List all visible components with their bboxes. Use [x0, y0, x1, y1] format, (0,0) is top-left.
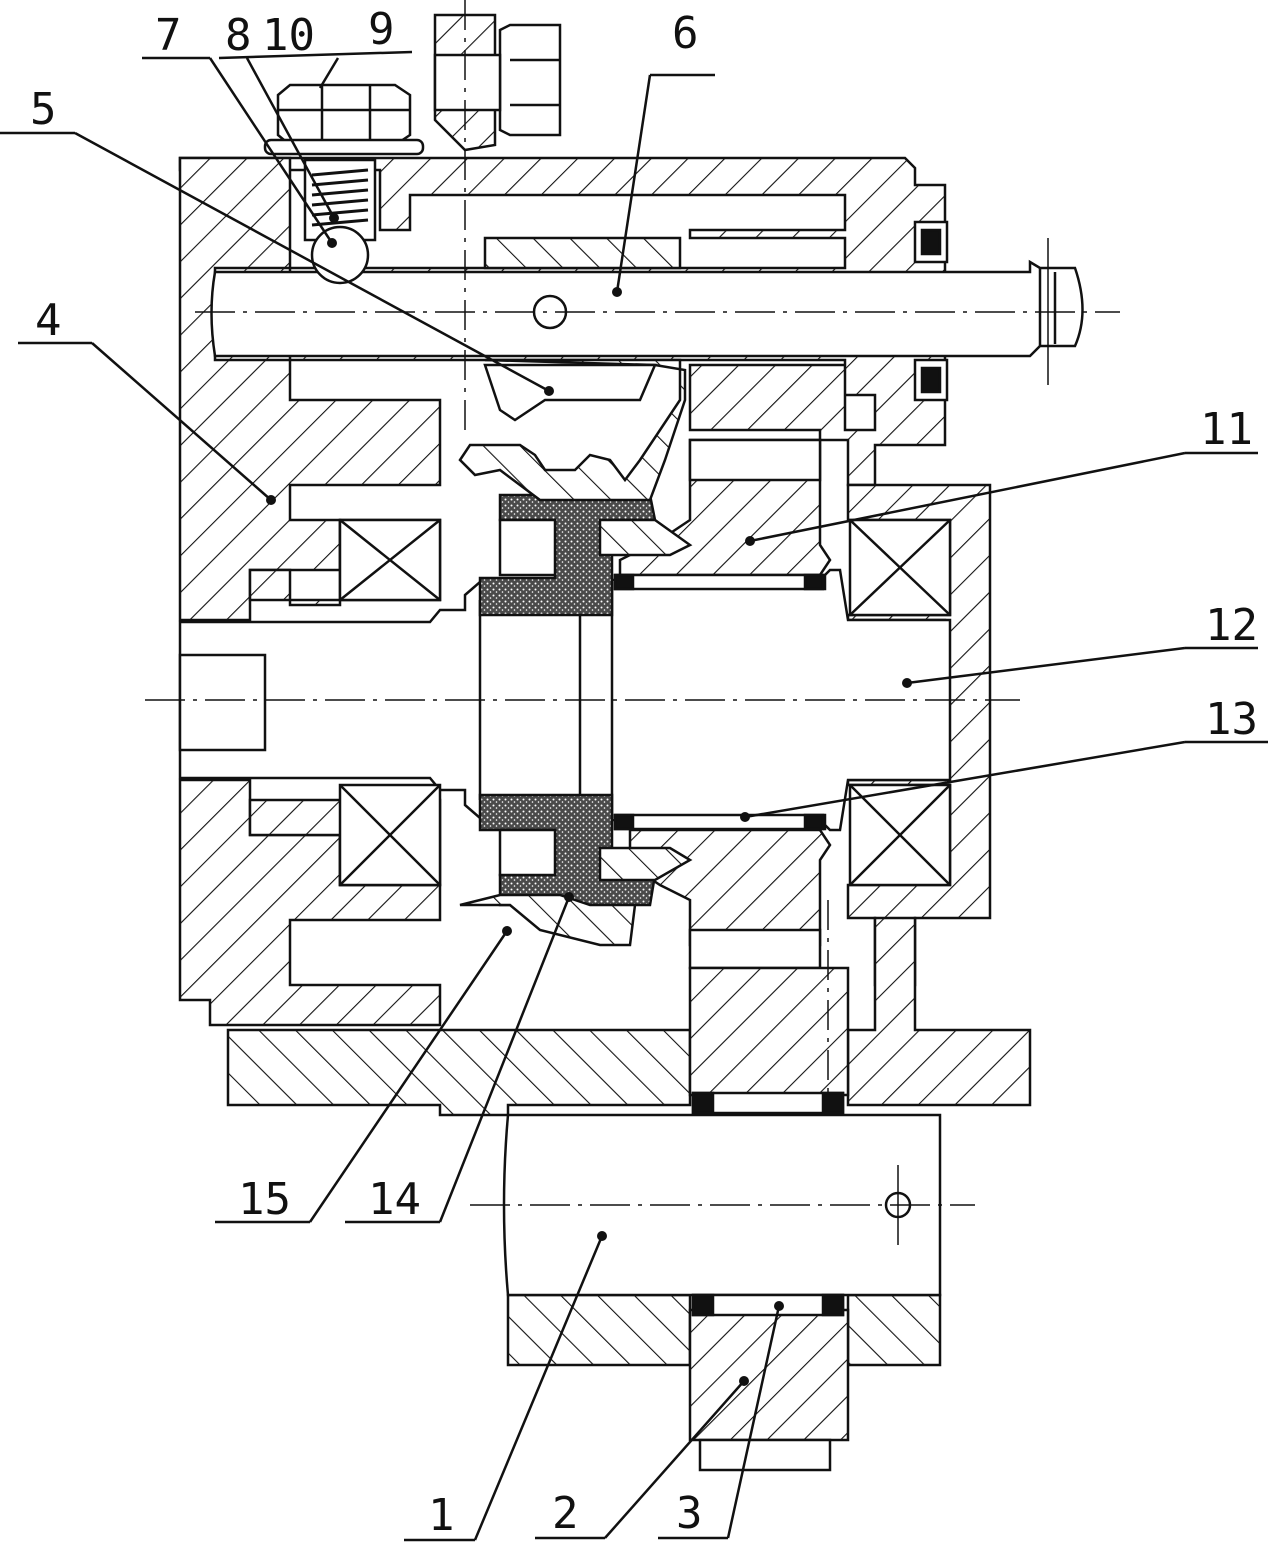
callout-2: 2 — [552, 1488, 579, 1539]
callout-3: 3 — [676, 1488, 703, 1539]
pin-1 — [470, 1115, 975, 1295]
callout-4: 4 — [35, 295, 62, 346]
callout-14: 14 — [368, 1174, 421, 1225]
callout-8: 8 — [225, 10, 252, 61]
callout-1: 1 — [428, 1490, 455, 1541]
callout-13: 13 — [1205, 694, 1258, 745]
callout-15: 15 — [238, 1174, 291, 1225]
callout-12: 12 — [1205, 600, 1258, 651]
callout-11: 11 — [1200, 404, 1253, 455]
callout-10: 10 — [262, 10, 315, 61]
leader-10-slant — [320, 58, 338, 88]
callout-9: 9 — [368, 4, 395, 55]
ball-7 — [312, 227, 368, 283]
callout-7: 7 — [155, 10, 182, 61]
callout-6: 6 — [672, 8, 699, 59]
callout-5: 5 — [30, 84, 57, 135]
washer-10 — [265, 140, 423, 154]
